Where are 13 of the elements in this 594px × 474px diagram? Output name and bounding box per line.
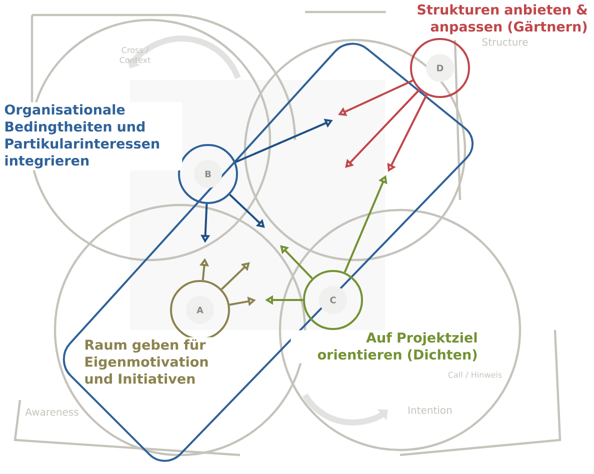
caption-text: Strukturen anbieten & anpassen (Gärtnern) bbox=[386, 2, 590, 36]
quadrant-label: Call / Hinweis bbox=[448, 372, 502, 378]
arrow bbox=[220, 262, 250, 290]
arrow bbox=[280, 245, 313, 280]
caption-text: Auf Projektziel orientieren (Dichten) bbox=[290, 330, 480, 364]
quadrant-label: Cross / Context bbox=[120, 46, 150, 64]
arrow bbox=[229, 194, 265, 228]
quadrant-label: Intention bbox=[408, 406, 452, 414]
caption-text: Organisationale Bedingtheiten und Partikularinteressen integrieren bbox=[2, 102, 182, 170]
quadrant-label: Structure bbox=[482, 38, 528, 46]
quadrant-label: Awareness bbox=[25, 408, 78, 416]
caption-text: Raum geben für Eigenmotivation und Initiativen bbox=[82, 337, 232, 386]
arrow bbox=[345, 89, 420, 168]
